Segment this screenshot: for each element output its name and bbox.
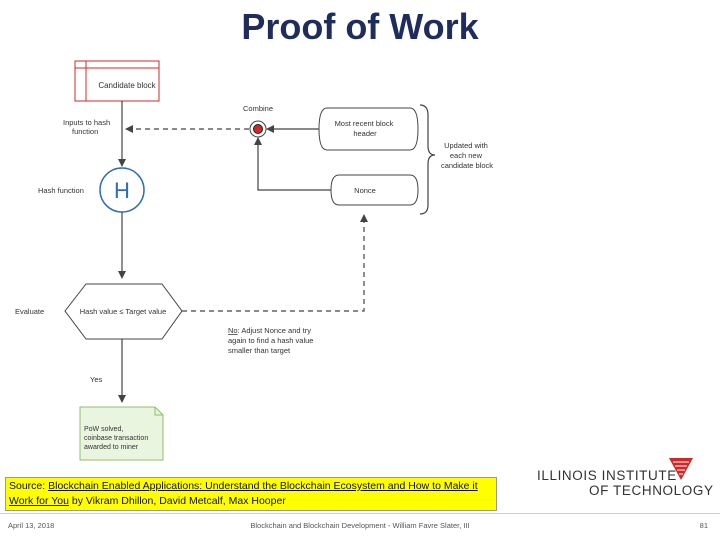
footer-divider: [0, 513, 720, 514]
candidate-block-label: Candidate block: [98, 81, 156, 90]
proof-of-work-diagram: Candidate block Inputs to hash function …: [15, 60, 493, 461]
hash-function-label: Hash function: [38, 186, 84, 195]
logo-line-2: OF TECHNOLOGY: [589, 483, 714, 498]
source-authors: by Vikram Dhillon, David Metcalf, Max Ho…: [68, 495, 286, 507]
nonce-node: Nonce: [330, 174, 419, 206]
combine-node: [249, 120, 267, 138]
hash-symbol: H: [114, 178, 130, 203]
candidate-block-node: Candidate block: [74, 60, 160, 102]
updated-brace: [419, 104, 436, 215]
source-citation: Source: Blockchain Enabled Applications:…: [5, 477, 497, 511]
solved-label: PoW solved, coinbase transaction awarded…: [84, 426, 150, 451]
no-label: No: Adjust Nonce and try again to find a…: [228, 326, 316, 355]
iit-logo-mark-icon: [669, 458, 693, 480]
logo-line-1: ILLINOIS INSTITUTE: [537, 468, 677, 483]
evaluate-node: Hash value ≤ Target value: [64, 283, 183, 340]
combine-label: Combine: [243, 104, 273, 113]
hash-function-node: H: [99, 167, 145, 213]
updated-label: Updated with each new candidate block: [441, 141, 493, 170]
hash-compare-label: Hash value ≤ Target value: [80, 307, 167, 316]
arrow-nonce-to-combine: [254, 137, 331, 191]
source-prefix: Source:: [9, 480, 49, 492]
inputs-label: Inputs to hash function: [63, 118, 112, 136]
footer-center-text: Blockchain and Blockchain Development - …: [250, 521, 470, 530]
footer-date: April 13, 2018: [8, 521, 55, 530]
iit-logo: ILLINOIS INSTITUTE OF TECHNOLOGY: [537, 455, 714, 498]
pow-solved-node: PoW solved, coinbase transaction awarded…: [79, 406, 164, 461]
footer-page-number: 81: [699, 521, 708, 530]
evaluate-label: Evaluate: [15, 307, 44, 316]
recent-header-node: Most recent block header: [318, 107, 419, 151]
svg-text:Nonce: Nonce: [354, 186, 376, 195]
source-book-title[interactable]: Blockchain Enabled Applications: Underst…: [9, 480, 478, 507]
arrow-no-loop: [182, 214, 368, 312]
svg-text:Most recent block header: Most recent block header: [335, 119, 396, 138]
yes-label: Yes: [90, 375, 102, 384]
slide-title: Proof of Work: [241, 6, 479, 47]
